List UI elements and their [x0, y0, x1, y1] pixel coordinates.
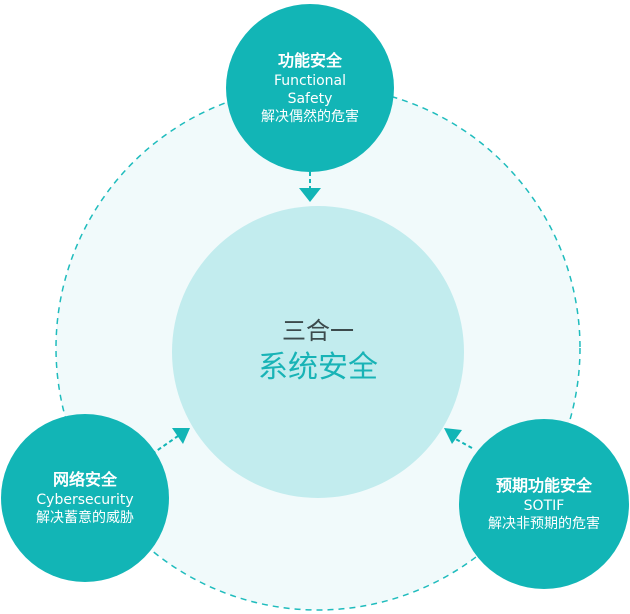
arrow-top-head [299, 188, 321, 202]
node-functional-safety-en-line1: Functional [273, 73, 347, 89]
node-functional-safety: 功能安全 Functional Safety 解决偶然的危害 [226, 4, 394, 172]
center-circle-shape [172, 206, 464, 498]
node-sotif: 预期功能安全 SOTIF 解决非预期的危害 [459, 419, 629, 589]
center-subtitle: 三合一 [282, 317, 354, 345]
node-functional-safety-en-line2: Safety [287, 91, 333, 107]
arrow-left-head [172, 428, 190, 444]
node-cybersecurity: 网络安全 Cybersecurity 解决蓄意的威胁 [1, 414, 169, 582]
node-functional-safety-title: 功能安全 [277, 51, 342, 70]
node-cybersecurity-title: 网络安全 [52, 470, 117, 489]
node-cybersecurity-en: Cybersecurity [36, 492, 134, 508]
arrow-right-head [444, 428, 462, 444]
node-sotif-title: 预期功能安全 [495, 476, 592, 495]
node-sotif-desc: 解决非预期的危害 [488, 516, 600, 532]
node-functional-safety-desc: 解决偶然的危害 [261, 109, 359, 125]
node-sotif-en: SOTIF [523, 498, 565, 514]
center-circle: 三合一 系统安全 [172, 206, 464, 498]
center-title: 系统安全 [258, 350, 378, 385]
node-cybersecurity-desc: 解决蓄意的威胁 [36, 510, 134, 526]
arrow-left-to-center [151, 435, 179, 455]
